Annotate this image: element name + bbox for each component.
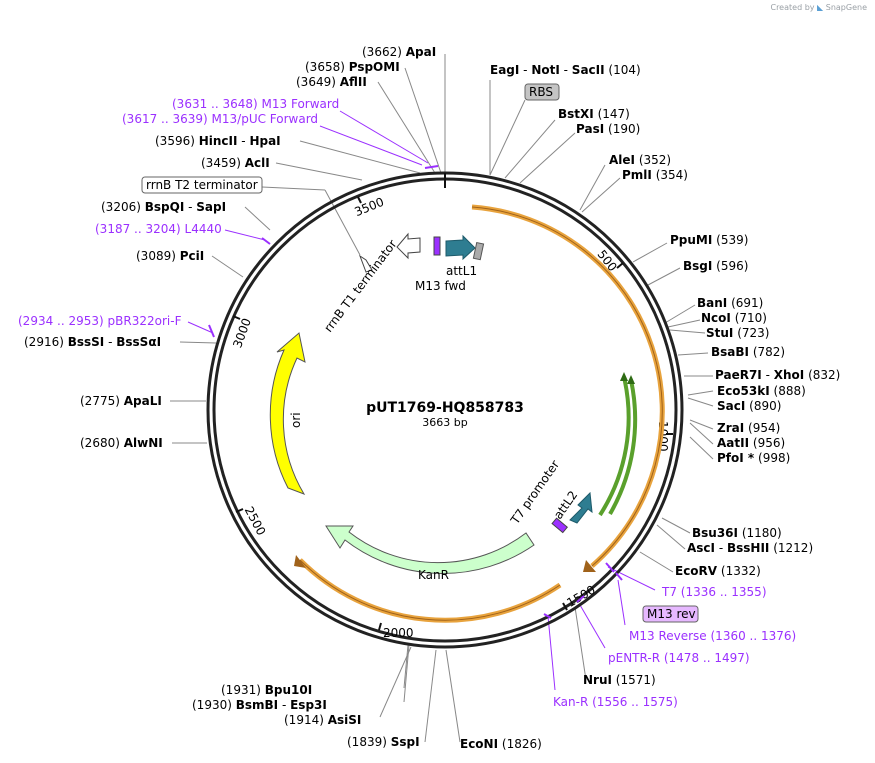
plasmid-name: pUT1769-HQ858783 — [366, 400, 524, 416]
plasmid-size: 3663 bp — [422, 416, 467, 429]
site-label: Bsu36I (1180) — [692, 526, 782, 540]
site-label: StuI (723) — [706, 326, 770, 340]
rrnb-t2-label: rrnB T2 terminator — [146, 178, 258, 192]
attl1-label: attL1 — [446, 264, 477, 278]
site-label: EagI - NotI - SacII (104) — [490, 63, 641, 77]
ring-tick-2000: 2000 — [383, 626, 414, 640]
t7-marker — [551, 517, 568, 534]
site-label: PfoI * (998) — [717, 451, 790, 465]
ring-tick-3000: 3000 — [230, 316, 254, 349]
site-label: PaeR7I - XhoI (832) — [715, 368, 840, 382]
m13-rev-label: M13 rev — [647, 607, 696, 621]
credit-created-by: Created by — [770, 3, 815, 12]
site-label: (1931) Bpu10I — [221, 683, 312, 697]
sites-left: (3662) ApaI (3658) PspOMI (3649) AflII (… — [24, 45, 436, 450]
kanr-feature — [325, 525, 535, 574]
site-label: (1839) SspI — [347, 735, 420, 749]
site-label: EcoRV (1332) — [675, 564, 761, 578]
site-label: EcoNI (1826) — [460, 737, 542, 751]
site-label: (2916) BssSI - BssSαI — [24, 335, 161, 349]
sites-right: EagI - NotI - SacII (104) BstXI (147) Pa… — [490, 63, 840, 687]
primer-leader-lines — [187, 110, 656, 691]
ring-tick-2500: 2500 — [242, 504, 269, 538]
site-label: (3658) PspOMI — [305, 60, 400, 74]
orange-arc-bottom-head — [294, 555, 306, 568]
kanr-label: KanR — [418, 568, 449, 582]
t7-promoter-label: T7 promoter — [507, 458, 562, 528]
site-label: (1914) AsiSI — [284, 713, 361, 727]
snapgene-logo-icon: ◣ — [817, 3, 824, 12]
attl1-small-box — [472, 241, 485, 261]
primer-labels: (3631 .. 3648) M13 Forward (3617 .. 3639… — [18, 97, 796, 709]
site-label: (3459) AclI — [201, 156, 270, 170]
site-label: (3206) BspQI - SapI — [101, 200, 226, 214]
site-label: NruI (1571) — [583, 673, 656, 687]
attl2-feature — [569, 491, 593, 524]
site-label: AatII (956) — [717, 436, 785, 450]
rrnb-t2-box — [141, 176, 263, 194]
rbs-box — [524, 83, 560, 101]
ori-feature — [269, 332, 306, 495]
primer-label: (3617 .. 3639) M13/pUC Forward — [122, 112, 318, 126]
primer-label: Kan-R (1556 .. 1575) — [553, 695, 678, 709]
site-label: PasI (190) — [576, 122, 640, 136]
m13fwd-label: M13 fwd — [415, 279, 466, 293]
rbs-label: RBS — [529, 85, 553, 99]
ring-ticks — [232, 196, 673, 631]
site-label: BanI (691) — [697, 296, 763, 310]
primer-label: (3187 .. 3204) L4440 — [95, 222, 222, 236]
site-label: (3089) PciI — [136, 249, 204, 263]
site-label: Eco53kI (888) — [717, 384, 806, 398]
credit-app: SnapGene — [825, 3, 867, 12]
sites-bottom: (1931) Bpu10I (1930) BsmBI - Esp3I (1914… — [192, 683, 542, 751]
site-label: AleI (352) — [609, 153, 671, 167]
site-label: (3596) HincII - HpaI — [155, 134, 281, 148]
site-label: SacI (890) — [717, 399, 781, 413]
ori-label: ori — [289, 412, 303, 428]
leader-lines — [170, 54, 714, 743]
primer-label: M13 Reverse (1360 .. 1376) — [629, 629, 796, 643]
primer-label: (2934 .. 2953) pBR322ori-F — [18, 314, 182, 328]
site-label: BsgI (596) — [683, 259, 748, 273]
orange-arc-right-head — [583, 560, 596, 572]
site-label: NcoI (710) — [701, 311, 767, 325]
m13fwd-marker — [433, 236, 441, 256]
site-label: BsaBI (782) — [711, 345, 785, 359]
site-label: PpuMI (539) — [670, 233, 748, 247]
site-label: (2680) AlwNI — [80, 436, 163, 450]
site-label: PmlI (354) — [622, 168, 688, 182]
site-label: (1930) BsmBI - Esp3I — [192, 698, 327, 712]
ring-tick-3500: 3500 — [352, 195, 386, 219]
attl1-feature — [445, 234, 476, 261]
primer-label: pENTR-R (1478 .. 1497) — [608, 651, 750, 665]
green-arc-inner — [598, 376, 631, 517]
primer-label: (3631 .. 3648) M13 Forward — [172, 97, 339, 111]
site-label: AscI - BssHII (1212) — [687, 541, 813, 555]
rrnb-t1-feature — [396, 232, 421, 260]
primer-markers — [208, 165, 623, 619]
site-label: ZraI (954) — [717, 421, 780, 435]
site-label: (3649) AflII — [296, 75, 367, 89]
m13-rev-box — [642, 605, 699, 623]
snapgene-credit: Created by ◣ SnapGene — [770, 3, 867, 12]
green-arc-outer — [608, 379, 638, 515]
primer-label: T7 (1336 .. 1355) — [661, 585, 767, 599]
site-label: (3662) ApaI — [362, 45, 436, 59]
site-label: BstXI (147) — [558, 107, 630, 121]
site-label: (2775) ApaLI — [80, 394, 162, 408]
rrnb-t1-label: rrnB T1 terminator — [321, 237, 399, 335]
